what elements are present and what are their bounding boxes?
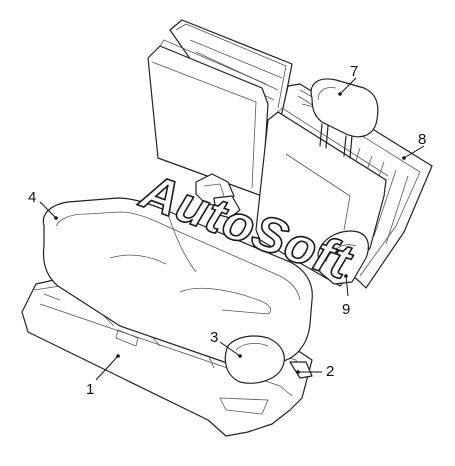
callout-leaders xyxy=(39,77,425,381)
leader-9 xyxy=(345,275,349,297)
leader-8 xyxy=(403,145,425,159)
seat-belt-buckle xyxy=(195,173,241,219)
leader-3 xyxy=(219,341,241,357)
callout-3: 3 xyxy=(210,329,218,346)
callout-8: 8 xyxy=(418,131,426,148)
seat-cushion xyxy=(42,197,313,365)
callout-4: 4 xyxy=(28,189,36,206)
callout-2: 2 xyxy=(326,363,334,380)
backrest-left-panel xyxy=(147,39,269,197)
leader-7 xyxy=(339,77,357,95)
leader-4 xyxy=(39,201,57,219)
callout-7: 7 xyxy=(350,63,358,80)
callout-1: 1 xyxy=(86,381,94,398)
side-bolster xyxy=(317,230,369,285)
callout-9: 9 xyxy=(342,301,350,318)
headrest xyxy=(310,78,379,159)
front-bolster xyxy=(224,335,285,384)
leader-1 xyxy=(95,355,119,381)
